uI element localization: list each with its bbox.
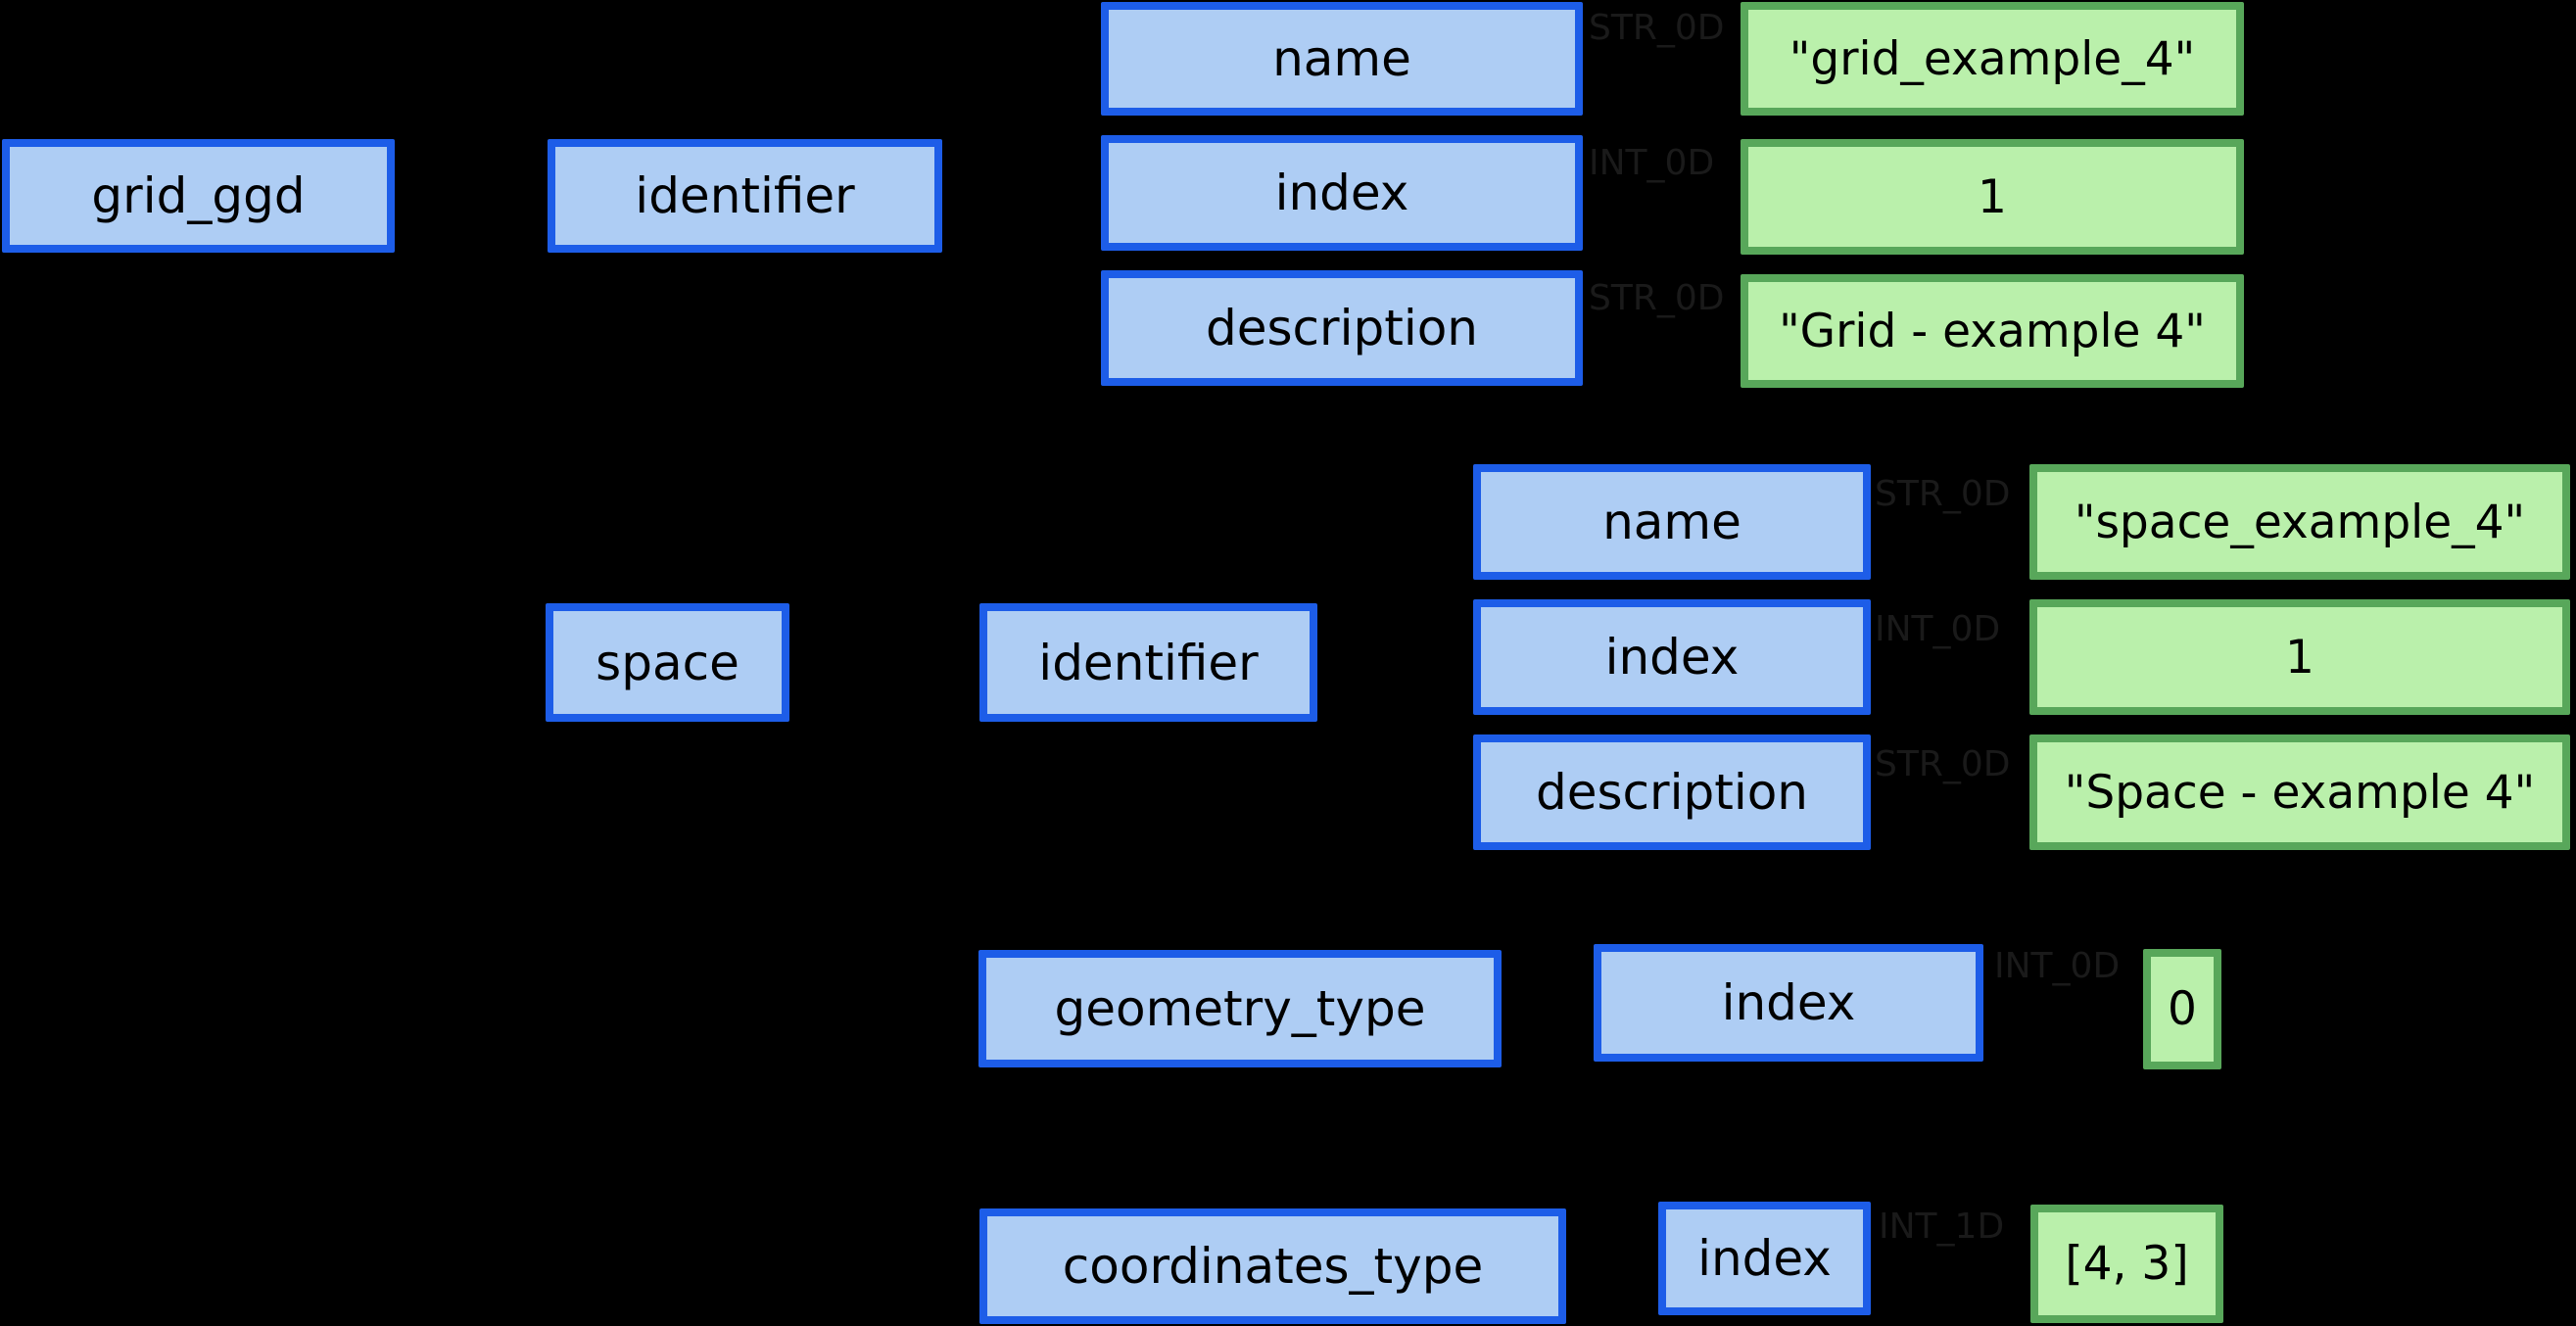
node-space-geometry-type-index: index <box>1594 944 1983 1062</box>
value-grid-identifier-description: "Grid - example 4" <box>1741 274 2244 388</box>
value-space-identifier-index: 1 <box>2029 599 2570 715</box>
value-space-geometry-type-index: 0 <box>2143 949 2221 1069</box>
typelabel-grid-identifier-name: STR_0D <box>1589 8 1725 48</box>
value-space-identifier-name: "space_example_4" <box>2029 464 2570 580</box>
typelabel-space-geometry-type-index: INT_0D <box>1994 946 2121 986</box>
node-space-coordinates-type: coordinates_type <box>979 1208 1566 1324</box>
typelabel-space-coordinates-type-index: INT_1D <box>1879 1207 2005 1247</box>
value-grid-identifier-index: 1 <box>1741 139 2244 255</box>
typelabel-space-identifier-index: INT_0D <box>1875 609 2001 649</box>
node-space: space <box>546 603 789 722</box>
node-space-identifier: identifier <box>979 603 1317 722</box>
node-grid-identifier-index: index <box>1101 135 1583 251</box>
value-space-identifier-description: "Space - example 4" <box>2029 734 2570 850</box>
node-space-geometry-type: geometry_type <box>978 950 1502 1067</box>
typelabel-grid-identifier-description: STR_0D <box>1589 278 1725 318</box>
value-space-coordinates-type-index: [4, 3] <box>2030 1205 2223 1323</box>
typelabel-grid-identifier-index: INT_0D <box>1589 143 1715 183</box>
value-grid-identifier-name: "grid_example_4" <box>1741 2 2244 116</box>
typelabel-space-identifier-name: STR_0D <box>1875 474 2011 514</box>
node-space-coordinates-type-index: index <box>1658 1202 1871 1315</box>
node-space-identifier-description: description <box>1473 734 1871 850</box>
node-grid-identifier-description: description <box>1101 270 1583 386</box>
node-grid-ggd: grid_ggd <box>2 139 395 253</box>
node-grid-identifier-name: name <box>1101 2 1583 116</box>
typelabel-space-identifier-description: STR_0D <box>1875 744 2011 784</box>
node-space-identifier-name: name <box>1473 464 1871 580</box>
node-grid-identifier: identifier <box>548 139 942 253</box>
node-space-identifier-index: index <box>1473 599 1871 715</box>
